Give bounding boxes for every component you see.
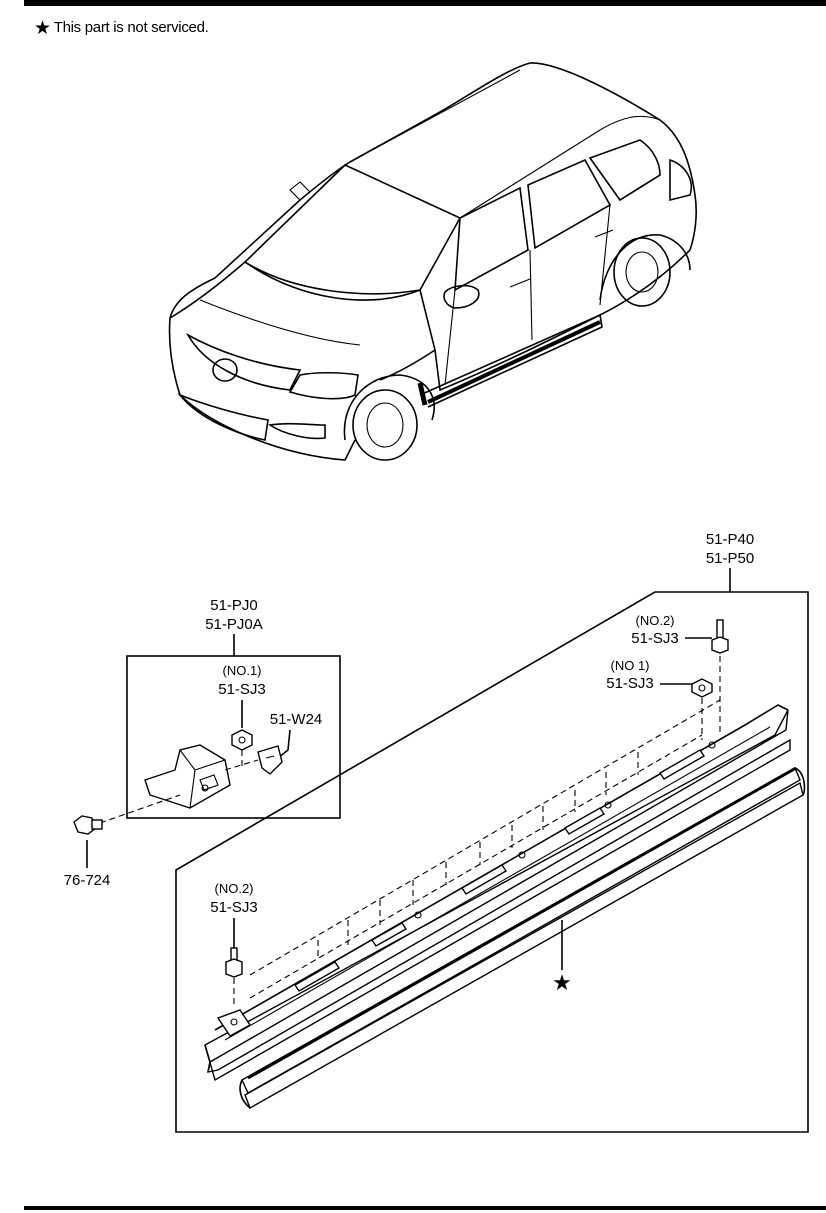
front-fastener-icon xyxy=(257,745,283,775)
screw-icon xyxy=(73,815,103,835)
front-clip-part-label: 51-SJ3 xyxy=(218,681,266,698)
front-clip-no-label: (NO.1) xyxy=(223,663,262,678)
front-fastener-label: 51-W24 xyxy=(270,711,323,728)
rear-top-clip-icon xyxy=(711,619,729,654)
star-icon: ★ xyxy=(34,18,51,39)
left-clip-part-label: 51-SJ3 xyxy=(210,899,258,916)
side-step-rail xyxy=(204,704,791,1082)
rear-lower-clip-no-label: (NO 1) xyxy=(611,658,650,673)
sill-molding-strip xyxy=(239,766,806,1110)
front-clip-nut-icon xyxy=(231,729,253,751)
kit-front-label-2: 51-PJ0A xyxy=(205,616,263,633)
not-serviced-note: ★This part is not serviced. xyxy=(34,17,209,40)
kit-front-label-1: 51-PJ0 xyxy=(210,597,258,614)
front-bracket-icon xyxy=(144,744,231,809)
molding-star-marker: ★ xyxy=(552,970,572,995)
assembly-dash-lines xyxy=(233,656,721,1005)
top-border-rule xyxy=(24,0,826,6)
front-kit-box xyxy=(126,634,341,819)
rear-top-clip-no-label: (NO.2) xyxy=(636,613,675,628)
rear-top-clip-part-label: 51-SJ3 xyxy=(631,630,679,647)
main-kit-outline xyxy=(175,591,809,1133)
left-clip-icon xyxy=(225,947,243,978)
kit-main-label-2: 51-P50 xyxy=(706,550,754,567)
vehicle-illustration xyxy=(168,62,697,461)
rear-lower-clip-icon xyxy=(691,678,713,698)
note-text: This part is not serviced. xyxy=(53,19,209,36)
bottom-border-rule xyxy=(24,1206,826,1210)
rear-lower-clip-part-label: 51-SJ3 xyxy=(606,675,654,692)
kit-main-label-1: 51-P40 xyxy=(706,531,754,548)
left-clip-no-label: (NO.2) xyxy=(215,881,254,896)
screw-label: 76-724 xyxy=(64,872,111,889)
